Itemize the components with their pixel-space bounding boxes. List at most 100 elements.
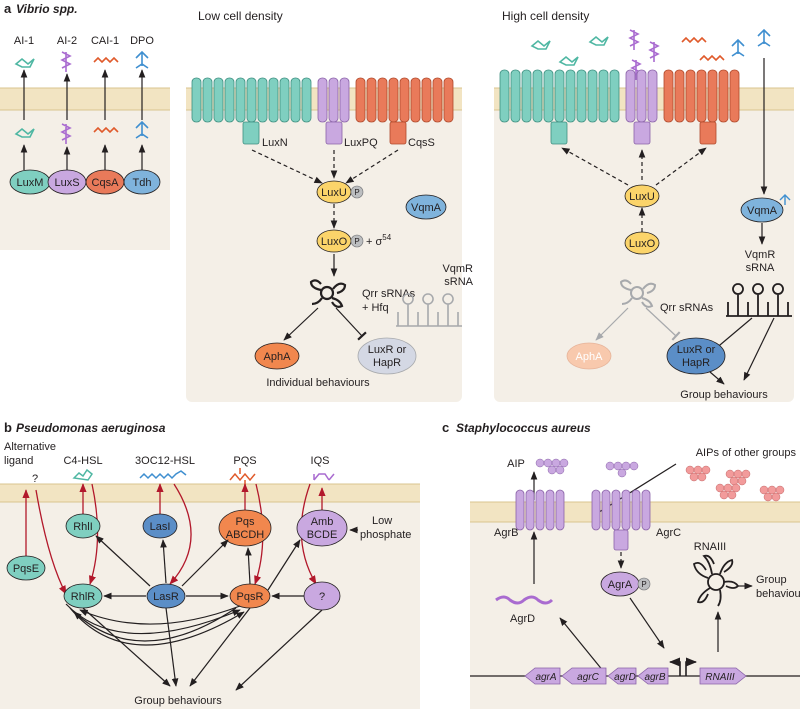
- panel-a-title: Vibrio spp.: [16, 2, 78, 16]
- high-density-label: High cell density: [502, 9, 589, 23]
- agrb-gene-label: agrB: [644, 672, 665, 683]
- cai1-molecule: [681, 36, 707, 44]
- c4-hsl-molecule: [72, 468, 94, 481]
- tdh-label: Tdh: [133, 177, 152, 189]
- activation-arrow: [283, 307, 319, 341]
- group-behaviours-label: Group behaviours: [134, 695, 222, 707]
- panel-b-title: Pseudomonas aeruginosa: [16, 421, 166, 435]
- luxm-label: LuxM: [17, 177, 44, 189]
- arrow: [245, 547, 252, 585]
- panel-a: a Vibrio spp. AI-1 AI-2 CAI-1 DPO: [0, 1, 794, 402]
- luxu-label: LuxU: [321, 187, 347, 199]
- agrd-peptide: [495, 595, 554, 605]
- phosphate-label: P: [354, 237, 359, 246]
- luxu-protein: [624, 184, 660, 208]
- signal-label-ai2: AI-2: [57, 35, 77, 47]
- luxu-label: LuxU: [629, 191, 655, 203]
- agrd-label: AgrD: [510, 613, 535, 625]
- pqse-label: PqsE: [13, 563, 39, 575]
- luxo-protein: [624, 231, 660, 255]
- apha-protein: [254, 342, 300, 370]
- dpo-molecule: [135, 50, 149, 69]
- curved-arrow: [69, 607, 245, 646]
- phosphate-icon: [637, 577, 651, 591]
- luxpq-receptor: [317, 77, 350, 145]
- arrow: [189, 607, 251, 687]
- luxn-receptor: [499, 69, 620, 145]
- phosphorelay-arrow: [251, 149, 323, 184]
- cqsa-label: CqsA: [92, 177, 120, 189]
- low-phosphate-line2: phosphate: [360, 529, 411, 541]
- cai1-molecule: [93, 56, 119, 64]
- iqs-molecule: [313, 473, 335, 481]
- rhlr-label: RhlR: [71, 591, 96, 603]
- aips-other-groups-label: AIPs of other groups: [696, 447, 797, 459]
- activation-arrow: [595, 307, 629, 341]
- luxs-label: LuxS: [54, 177, 79, 189]
- ai2-molecule: [60, 123, 72, 144]
- vqmr-low-label-line1: VqmR: [442, 263, 473, 275]
- signal-label-cai1: CAI-1: [91, 35, 119, 47]
- rnaiii-gene-label: RNAIII: [705, 672, 735, 683]
- cqss-label: CqsS: [408, 137, 435, 149]
- promoter-p2: [668, 657, 681, 676]
- pqs-label: PQS: [233, 455, 256, 467]
- membrane: [0, 484, 420, 502]
- activation-arrow: [629, 597, 665, 649]
- ai1-molecule: [530, 39, 551, 50]
- ai1-molecule: [14, 57, 35, 68]
- membrane-edge: [0, 483, 420, 503]
- phosphorelay-arrow: [345, 149, 399, 184]
- agrd-gene-label: agrD: [614, 672, 636, 683]
- rnaiii-gene: [699, 667, 747, 685]
- vqma-protein: [405, 194, 447, 220]
- signal-label-ai1: AI-1: [14, 35, 34, 47]
- curved-arrow: [73, 607, 237, 642]
- panel-b-letter: b: [4, 420, 12, 435]
- ai2-molecule: [628, 29, 640, 50]
- agrb-gene: [637, 667, 669, 685]
- 3oc12-hsl-molecule: [139, 470, 187, 480]
- vqma-label: VqmA: [411, 202, 442, 214]
- aip-label: AIP: [507, 458, 525, 470]
- reverse-phosphorelay-arrow: [655, 147, 707, 186]
- signal-label-dpo: DPO: [130, 35, 154, 47]
- repression-line: [709, 317, 753, 355]
- ambbcde-protein: [296, 509, 348, 547]
- unknown-ligand: ?: [32, 473, 38, 485]
- luxn-receptor: [191, 77, 312, 145]
- membrane: [0, 88, 170, 110]
- luxpq-receptor: [625, 69, 658, 145]
- group-behaviours-line1: Group: [756, 574, 787, 586]
- agra-gene: [524, 667, 561, 685]
- vqma-label: VqmA: [747, 205, 778, 217]
- agrd-gene: [607, 667, 637, 685]
- agra-gene-label: agrA: [535, 672, 556, 683]
- qrr-srna-structure: [309, 279, 347, 308]
- qrr-label-line2: + Hfq: [362, 302, 389, 314]
- repression-line: [645, 307, 681, 341]
- arrow: [95, 535, 151, 587]
- amb-line2: BCDE: [307, 529, 338, 541]
- pqs-molecule: [229, 468, 256, 486]
- tdh-protein: [123, 169, 161, 195]
- agra-label: AgrA: [608, 579, 633, 591]
- group-behaviours-line2: behaviours: [756, 588, 800, 600]
- panel-c-letter: c: [442, 420, 449, 435]
- arrow: [267, 539, 301, 591]
- apha-label: AphA: [576, 351, 604, 363]
- phosphate-label: P: [354, 188, 359, 197]
- agrc-gene: [561, 667, 607, 685]
- curved-arrow: [79, 605, 241, 625]
- rhli-protein: [65, 513, 101, 539]
- c4-hsl-label: C4-HSL: [63, 455, 102, 467]
- agrc-gene-label: agrC: [577, 672, 599, 683]
- other-aip-molecules: [685, 465, 785, 502]
- pqsr-label: PqsR: [237, 591, 264, 603]
- lasr-label: LasR: [153, 591, 179, 603]
- arrow: [160, 539, 167, 584]
- dpo-molecule: [757, 28, 771, 47]
- pqs-line2: ABCDH: [226, 529, 265, 541]
- amb-line1: Amb: [311, 516, 334, 528]
